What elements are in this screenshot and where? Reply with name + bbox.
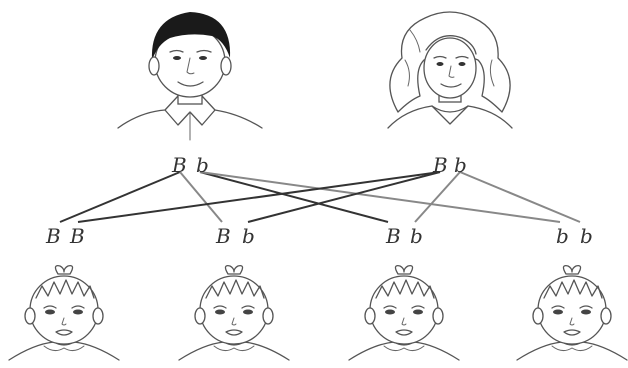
allele-lines — [59, 171, 581, 223]
mother-genotype: B b — [432, 153, 467, 177]
child-1-allele-1: B — [45, 224, 61, 248]
father-allele-1: B — [171, 153, 187, 177]
child-4-allele-2: b — [580, 224, 593, 248]
father-genotype: B b — [171, 153, 209, 177]
child-4-portrait — [516, 265, 628, 361]
father-hair — [151, 12, 231, 60]
line-mother-b-to-child4 — [459, 171, 581, 223]
line-mother-B-to-child3 — [247, 171, 441, 223]
father-portrait — [117, 12, 263, 141]
line-father-b-to-child3 — [199, 171, 389, 223]
line-father-B-to-child1 — [59, 171, 181, 223]
child-3-allele-1: B — [385, 224, 401, 248]
child-2-allele-1: B — [215, 224, 231, 248]
mother-allele-2: b — [454, 153, 467, 177]
child-2-genotype: B b — [215, 224, 255, 248]
child-4-genotype: b b — [556, 224, 593, 248]
child-3-allele-2: b — [410, 224, 423, 248]
line-mother-B-to-child1 — [77, 171, 441, 223]
child-1-portrait — [8, 265, 120, 361]
line-father-B-to-child2 — [179, 171, 223, 223]
child-3-portrait — [348, 265, 460, 361]
line-mother-b-to-child2 — [414, 171, 461, 223]
child-3-genotype: B b — [385, 224, 423, 248]
father-allele-2: b — [196, 153, 209, 177]
mother-allele-1: B — [432, 153, 448, 177]
child-4-allele-1: b — [556, 224, 569, 248]
mother-portrait — [387, 11, 513, 129]
child-1-allele-2: B — [69, 224, 85, 248]
line-father-b-to-child4 — [199, 171, 561, 223]
child-1-genotype: B B — [45, 224, 85, 248]
child-2-allele-2: b — [242, 224, 255, 248]
child-2-portrait — [178, 265, 290, 361]
